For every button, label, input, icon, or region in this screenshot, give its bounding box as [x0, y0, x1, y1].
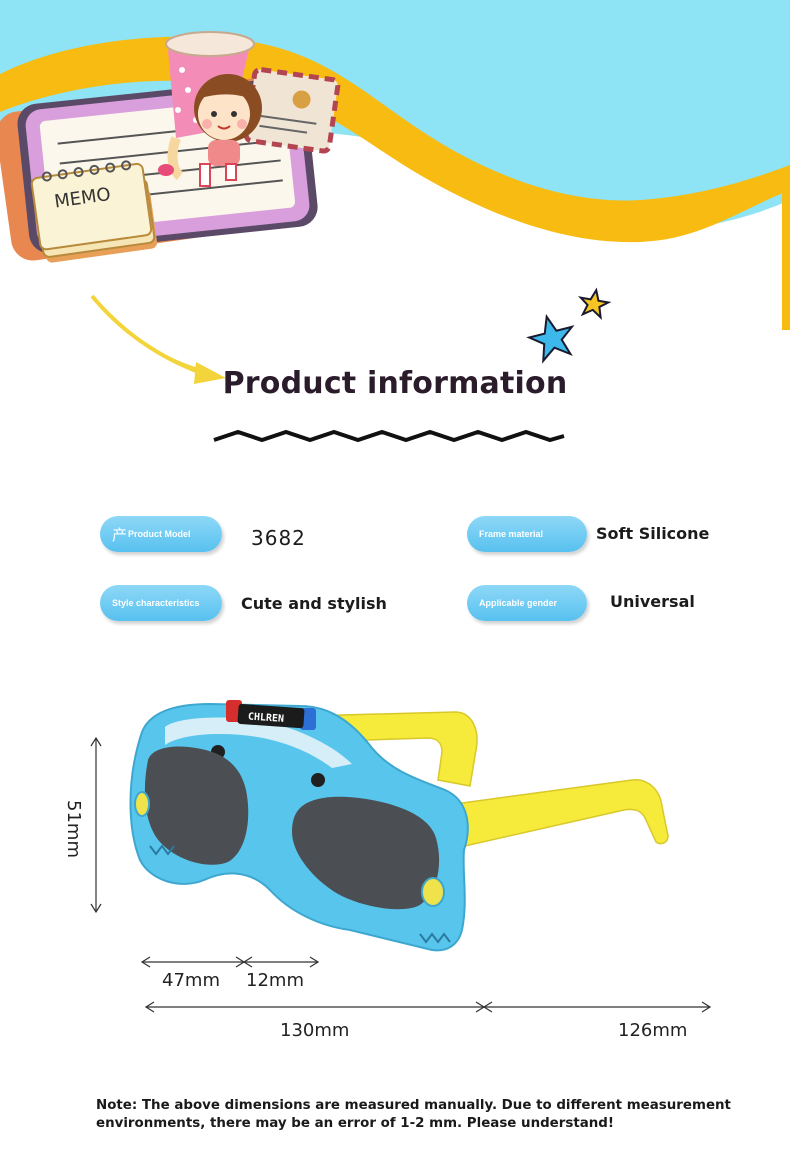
zigzag-divider [213, 429, 565, 443]
spec-value-frame-material: Soft Silicone [596, 524, 710, 543]
spec-label-frame-material: Frame material [467, 516, 587, 552]
memo-illustration: MEMO [0, 31, 341, 263]
dimension-height: 51mm [63, 800, 84, 858]
spec-value-style-characteristics: Cute and stylish [241, 594, 387, 613]
girl-character-icon [158, 74, 262, 187]
page-title: Product information [222, 366, 568, 401]
spec-label-product-model: 产 Product Model [100, 516, 222, 552]
memo-pad-icon: MEMO [30, 160, 158, 263]
dimension-frame-width: 130mm [280, 1020, 350, 1041]
spec-label-applicable-gender: Applicable gender [467, 585, 587, 621]
spec-label-text: Frame material [479, 529, 544, 539]
yellow-arrow-icon [90, 294, 226, 384]
dimension-bridge: 12mm [246, 970, 304, 991]
spec-label-prefix: 产 [112, 526, 128, 544]
dimension-temple-length: 126mm [618, 1020, 688, 1041]
spec-label-text: Style characteristics [112, 598, 200, 608]
spec-value-product-model: 3682 [251, 526, 306, 550]
measurement-note: Note: The above dimensions are measured … [96, 1098, 731, 1131]
spec-value-applicable-gender: Universal [610, 592, 695, 611]
yellow-star-icon [577, 287, 612, 321]
sunglasses-product-image: CHLREN [129, 700, 669, 952]
siren-badge: CHLREN [226, 700, 316, 730]
blue-star-icon [526, 313, 575, 364]
dimension-lens-width: 47mm [162, 970, 220, 991]
spec-label-text: Applicable gender [479, 598, 558, 608]
spec-label-style-characteristics: Style characteristics [100, 585, 222, 621]
badge-text: CHLREN [247, 711, 284, 724]
spec-label-text: Product Model [128, 529, 191, 539]
dimension-lines [90, 736, 712, 1013]
stars-decoration [526, 287, 612, 364]
